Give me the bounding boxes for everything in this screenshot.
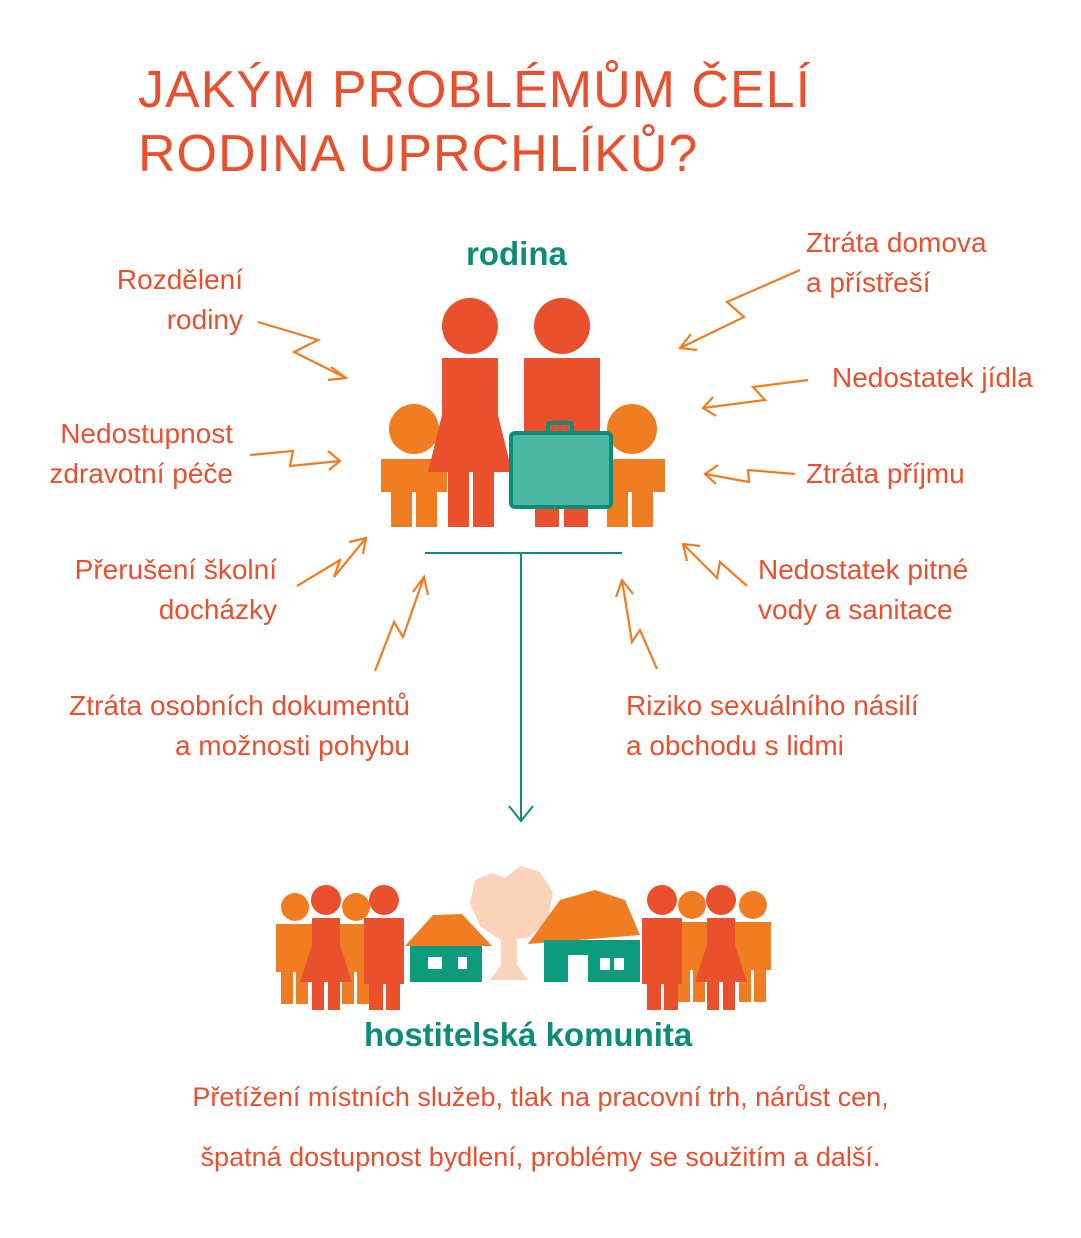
- label-health-care: Nedostupnost zdravotní péče: [49, 418, 233, 489]
- title-line-1: JAKÝM PROBLÉMŮM ČELÍ: [138, 61, 812, 119]
- problem-arrows: [249, 268, 809, 672]
- arrow-food: [701, 378, 809, 417]
- arrow-family-separation: [257, 320, 349, 382]
- label-documents: Ztráta osobních dokumentů a možnosti poh…: [69, 690, 410, 761]
- flow-arrow: [425, 552, 622, 823]
- arrow-health-care: [249, 449, 342, 471]
- mother-icon: [428, 298, 512, 527]
- label-school: Přerušení školní docházky: [74, 554, 277, 625]
- arrow-documents: [373, 574, 430, 672]
- arrow-income: [703, 464, 796, 485]
- family-heading: rodina: [466, 235, 567, 272]
- tree-icon: [470, 866, 553, 980]
- hut-right-icon: [528, 890, 640, 982]
- label-family-separation: Rozdělení rodiny: [116, 264, 243, 335]
- people-left-icon: [276, 885, 404, 1010]
- arrow-water: [681, 542, 748, 587]
- label-income: Ztráta příjmu: [806, 458, 965, 489]
- host-problems-line-1: Přetížení místních služeb, tlak na praco…: [192, 1082, 889, 1112]
- suitcase-icon: [509, 421, 613, 509]
- hut-left-icon: [405, 914, 492, 982]
- title-line-2: RODINA UPRCHLÍKŮ?: [138, 125, 699, 183]
- arrow-home: [677, 268, 801, 352]
- label-violence: Riziko sexuálního násilí a obchodu s lid…: [626, 690, 919, 761]
- host-problems-line-2: špatná dostupnost bydlení, problémy se s…: [200, 1142, 881, 1172]
- label-home: Ztráta domova a přístřeší: [806, 227, 987, 298]
- page-title: JAKÝM PROBLÉMŮM ČELÍ RODINA UPRCHLÍKŮ?: [138, 58, 811, 186]
- host-heading: hostitelská komunita: [364, 1016, 693, 1053]
- child-left-icon: [381, 404, 447, 527]
- label-water: Nedostatek pitné vody a sanitace: [758, 554, 969, 625]
- arrow-school: [296, 536, 368, 587]
- host-community-icon: [276, 866, 771, 1010]
- label-food: Nedostatek jídla: [832, 362, 1033, 393]
- family-icon: [381, 298, 665, 527]
- people-right-icon: [642, 885, 771, 1010]
- arrow-violence: [614, 577, 659, 670]
